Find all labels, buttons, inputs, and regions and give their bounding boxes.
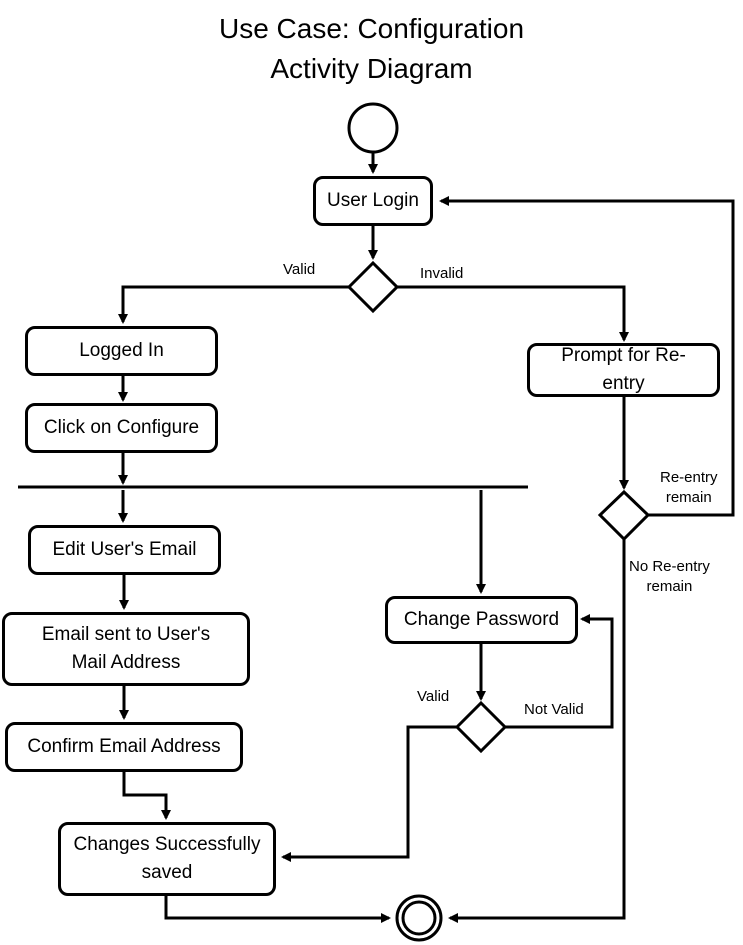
label-invalid-login: Invalid: [420, 265, 464, 282]
node-prompt-reentry-label-2: entry: [602, 373, 645, 394]
flow-saved-to-end: [164, 895, 391, 923]
flow-invalid-to-prompt: [397, 285, 629, 342]
node-change-password-label: Change Password: [403, 609, 560, 630]
flow-not-valid-to-password: [505, 614, 614, 729]
node-edit-email-label: Edit User's Email: [52, 539, 197, 560]
label-not-valid-password: Not Valid: [524, 701, 584, 718]
node-change-password: Change Password: [385, 596, 578, 644]
label-reentry-remain: Re-entry remain: [660, 468, 718, 508]
label-valid-password: Valid: [417, 688, 450, 705]
node-email-sent-label-1: Email sent to User's: [41, 624, 211, 645]
node-changes-saved-label-2: saved: [141, 862, 193, 883]
diagram-subtitle: Activity Diagram: [270, 53, 473, 84]
label-valid-login: Valid: [283, 261, 316, 278]
label-no-reentry-line-1: No Re-entry: [629, 558, 710, 575]
label-reentry-remain-line-2: remain: [665, 489, 712, 506]
node-changes-saved: Changes Successfully saved: [58, 822, 276, 896]
label-reentry-remain-line-1: Re-entry: [660, 469, 718, 486]
reentry-decision-diamond: [597, 489, 651, 542]
flow-confirm-to-saved: [122, 771, 171, 820]
label-no-reentry: No Re-entry remain: [629, 557, 710, 597]
label-no-reentry-line-2: remain: [646, 578, 693, 595]
node-confirm-email-label: Confirm Email Address: [27, 736, 221, 757]
node-edit-email: Edit User's Email: [28, 525, 221, 575]
flow-reentry-to-login: [439, 196, 735, 517]
flow-valid-password-to-saved: [281, 725, 457, 862]
node-user-login-label: User Login: [327, 190, 419, 211]
end-node-inner: [401, 900, 437, 936]
login-decision-diamond: [346, 260, 400, 314]
node-logged-in-label: Logged In: [79, 340, 164, 361]
flow-valid-to-logged-in: [118, 285, 349, 324]
diagram-title: Use Case: Configuration: [218, 13, 525, 44]
node-confirm-email: Confirm Email Address: [5, 722, 243, 772]
node-changes-saved-label-1: Changes Successfully: [73, 834, 261, 855]
node-email-sent: Email sent to User's Mail Address: [2, 612, 250, 686]
start-node: [347, 102, 399, 154]
node-click-configure-label: Click on Configure: [43, 417, 200, 438]
node-logged-in: Logged In: [25, 326, 218, 376]
flow-no-reentry-to-end: [448, 539, 626, 923]
node-user-login: User Login: [313, 176, 433, 226]
password-decision-diamond: [454, 700, 508, 754]
node-prompt-reentry-label-1: Prompt for Re-: [561, 345, 686, 366]
node-click-configure: Click on Configure: [25, 403, 218, 453]
node-prompt-reentry: Prompt for Re- entry: [527, 343, 720, 397]
node-email-sent-label-2: Mail Address: [71, 652, 181, 673]
